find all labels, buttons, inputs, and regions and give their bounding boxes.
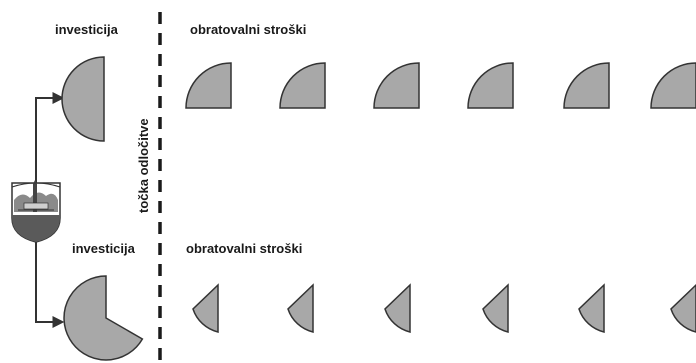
bottom-operating-costs-label: obratovalni stroški	[186, 241, 303, 256]
bottom-operating-cost-shapes	[192, 283, 696, 333]
top-investment-shape	[61, 56, 105, 142]
bottom-cost-shape-6	[670, 283, 696, 333]
top-investment-label: investicija	[55, 22, 118, 37]
top-cost-shape-5	[563, 62, 610, 109]
bottom-cost-shape-5	[578, 283, 605, 333]
top-operating-costs-label: obratovalni stroški	[190, 22, 307, 37]
bottom-cost-shape-2	[287, 283, 314, 333]
bottom-cost-shape-1	[192, 283, 219, 333]
bottom-investment-label: investicija	[72, 241, 135, 256]
top-arrow	[35, 92, 65, 183]
top-cost-shape-1	[185, 62, 232, 109]
top-cost-shape-4	[467, 62, 514, 109]
top-cost-shape-3	[373, 62, 420, 109]
bottom-investment-shape	[63, 275, 144, 361]
bottom-cost-shape-4	[482, 283, 509, 333]
top-cost-shape-6	[650, 62, 696, 109]
bottom-cost-shape-3	[384, 283, 411, 333]
coat-of-arms-icon	[11, 180, 61, 243]
top-operating-cost-shapes	[185, 62, 696, 109]
top-cost-shape-2	[279, 62, 326, 109]
bottom-arrow	[35, 240, 65, 328]
